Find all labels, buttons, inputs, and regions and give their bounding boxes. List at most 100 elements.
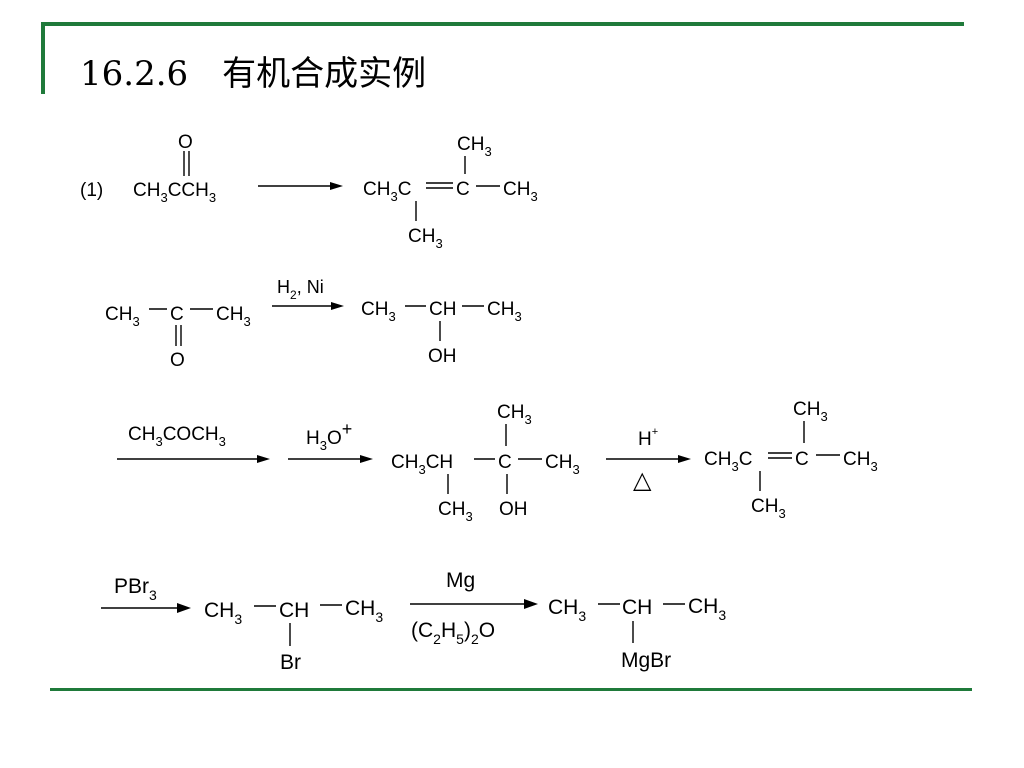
bromine: Br — [280, 651, 301, 674]
formula-part: CH — [426, 452, 453, 473]
formula-part: H — [306, 428, 320, 449]
reaction-arrow-head — [257, 455, 270, 463]
step-number: (1) — [80, 180, 103, 201]
carbonyl-oxygen: O — [170, 350, 185, 371]
step-1: (1) O CH3CCH3 CH3 CH3C C CH3 — [80, 132, 538, 251]
formula-part: CH — [688, 595, 718, 618]
bromide-ch: CH — [279, 599, 309, 622]
subscript: 3 — [155, 434, 162, 449]
formula-part: C — [739, 449, 753, 470]
alcohol-top-methyl: CH3 — [497, 402, 532, 427]
formula-part: C — [398, 179, 412, 200]
formula-part: CH — [548, 596, 578, 619]
alkene-center-carbon: C — [456, 179, 470, 200]
alkene-center-carbon: C — [795, 449, 809, 470]
formula-part: CH — [503, 179, 530, 200]
alkene-bottom-methyl: CH3 — [751, 496, 786, 521]
formula-part: CH — [361, 299, 388, 320]
ether-solvent: (C2H5)2O — [411, 619, 495, 647]
heat-symbol: △ — [633, 467, 652, 494]
formula-part: CH — [345, 597, 375, 620]
subscript: 2 — [433, 631, 441, 647]
reaction-arrow-head — [360, 455, 373, 463]
left-methyl: CH3 — [105, 304, 140, 329]
formula-part: COCH — [163, 424, 219, 445]
reaction-arrow-head — [330, 182, 343, 190]
alcohol-center-carbon: C — [498, 452, 512, 473]
formula-part: ) — [464, 619, 471, 642]
formula-part: H — [277, 277, 290, 297]
superscript: + — [342, 419, 353, 439]
formula-part: CCH — [168, 180, 209, 201]
top-rule — [41, 22, 964, 26]
page-title: 16.2.6 有机合成实例 — [80, 54, 427, 94]
formula-part: CH — [497, 402, 524, 423]
reaction-arrow-head — [678, 455, 691, 463]
step-3: CH3COCH3 H3O+ CH3 CH3CH C CH3 — [117, 399, 878, 524]
subscript: 3 — [219, 434, 226, 449]
subscript: 2 — [290, 288, 297, 302]
subscript: 3 — [578, 608, 586, 624]
grignard-left-methyl: CH3 — [548, 596, 586, 624]
formula-part: CH — [105, 304, 132, 325]
formula-part: CH — [408, 226, 435, 247]
formula-part: CH — [391, 452, 418, 473]
subscript: 3 — [375, 609, 383, 625]
subscript: 3 — [418, 462, 425, 477]
product-hydroxyl: OH — [428, 346, 457, 367]
alcohol-hydroxyl: OH — [499, 499, 528, 520]
formula-part: PBr — [114, 575, 149, 598]
subscript: 3 — [718, 607, 726, 623]
superscript: + — [652, 426, 658, 438]
subscript: 3 — [514, 309, 521, 324]
reaction-arrow-head — [177, 603, 191, 613]
grignard-right-methyl: CH3 — [688, 595, 726, 623]
subscript: 3 — [820, 409, 827, 424]
left-accent-bar — [41, 22, 45, 94]
bottom-rule — [50, 688, 972, 691]
formula-part: H — [441, 619, 456, 642]
alkene-right-methyl: CH3 — [843, 449, 878, 474]
subscript: 3 — [243, 314, 250, 329]
alkene-top-methyl: CH3 — [793, 399, 828, 424]
formula-part: CH — [487, 299, 514, 320]
reaction-arrow-head — [524, 599, 538, 609]
subscript: 3 — [388, 309, 395, 324]
formula-part: H — [638, 429, 652, 450]
subscript: 3 — [465, 509, 472, 524]
alcohol-bottom-methyl: CH3 — [438, 499, 473, 524]
hydronium-reagent: H3O+ — [306, 419, 352, 453]
subscript: 3 — [160, 190, 167, 205]
formula-part: , Ni — [297, 277, 324, 297]
subscript: 3 — [524, 412, 531, 427]
acid-catalyst: H+ — [638, 426, 658, 450]
product-right-methyl: CH3 — [487, 299, 522, 324]
alcohol-right-methyl: CH3 — [545, 452, 580, 477]
subscript: 3 — [572, 462, 579, 477]
subscript: 3 — [731, 459, 738, 474]
hydrogenation-reagent: H2, Ni — [277, 277, 324, 302]
subscript: 3 — [435, 236, 442, 251]
product-ch: CH — [429, 299, 456, 320]
formula-part: CH — [704, 449, 731, 470]
formula-part: CH — [793, 399, 820, 420]
alkene-bottom-methyl: CH3 — [408, 226, 443, 251]
formula-part: CH — [545, 452, 572, 473]
formula-part: CH — [843, 449, 870, 470]
right-methyl: CH3 — [216, 304, 251, 329]
formula-part: CH — [457, 134, 484, 155]
subscript: 3 — [778, 506, 785, 521]
alkene-left-group: CH3C — [363, 179, 411, 204]
subscript: 3 — [132, 314, 139, 329]
formula-part: CH — [128, 424, 155, 445]
formula-part: CH — [133, 180, 160, 201]
subscript: 3 — [484, 144, 491, 159]
formula-part: CH — [438, 499, 465, 520]
subscript: 3 — [390, 189, 397, 204]
acetone-formula: CH3CCH3 — [133, 180, 216, 205]
ketone-oxygen: O — [178, 132, 193, 153]
formula-part: O — [327, 428, 342, 449]
formula-part: CH — [216, 304, 243, 325]
